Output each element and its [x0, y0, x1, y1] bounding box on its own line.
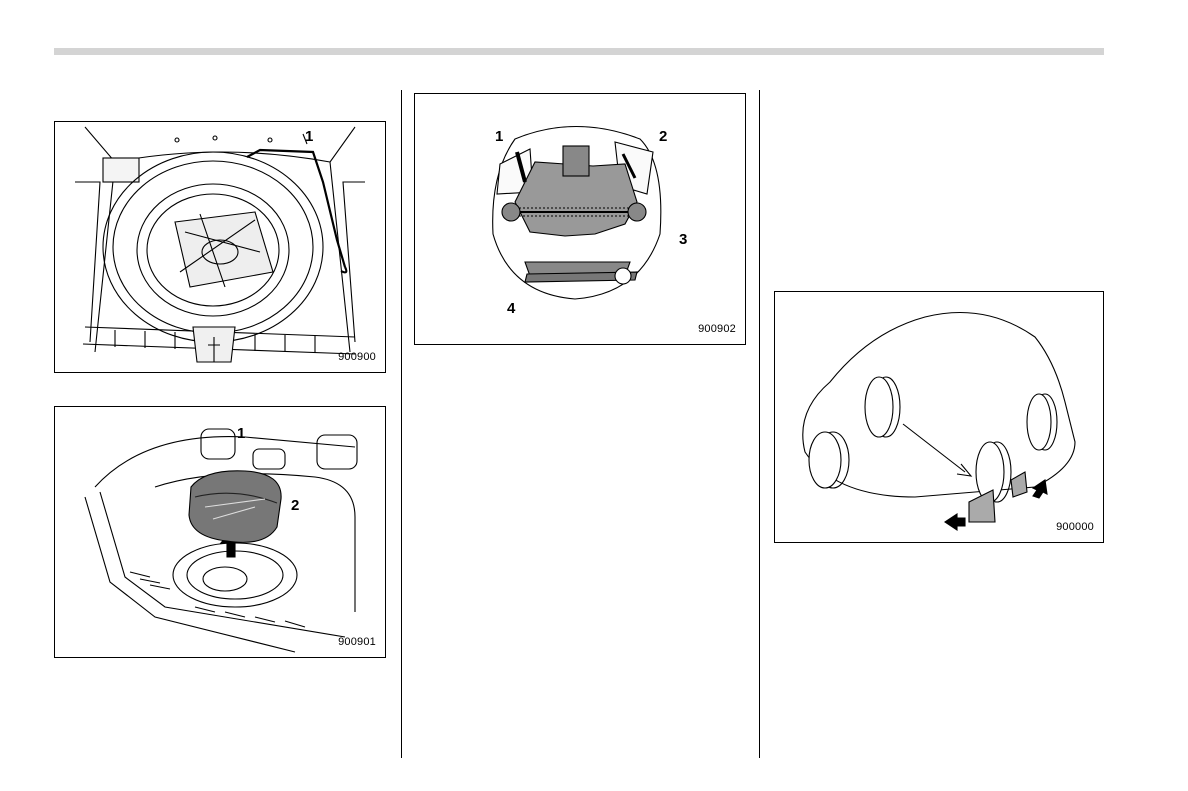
figure-wheel-chocks: 900000: [774, 291, 1104, 543]
callout-4: 4: [507, 300, 515, 317]
figure-code: 900900: [338, 351, 376, 363]
callout-3: 3: [679, 231, 687, 248]
callout-2: 2: [291, 497, 299, 514]
column-divider-left: [401, 90, 402, 758]
callout-1: 1: [495, 128, 503, 145]
callout-1: 1: [305, 128, 313, 145]
figure-code: 900902: [698, 323, 736, 335]
tool-tray-illustration: [55, 407, 385, 657]
callout-2: 2: [659, 128, 667, 145]
figure-tool-tray-removal: 1 2 900901: [54, 406, 386, 658]
callout-1: 1: [237, 425, 245, 442]
column-divider-right: [759, 90, 760, 758]
header-rule: [54, 48, 1104, 55]
figure-code: 900000: [1056, 521, 1094, 533]
jack-illustration: [415, 94, 745, 344]
figure-jack-and-tools: 1 2 3 4 900902: [414, 93, 746, 345]
car-chocks-illustration: [775, 292, 1103, 542]
figure-trunk-spare-tire: 1 900900: [54, 121, 386, 373]
figure-code: 900901: [338, 636, 376, 648]
trunk-illustration: [55, 122, 385, 372]
